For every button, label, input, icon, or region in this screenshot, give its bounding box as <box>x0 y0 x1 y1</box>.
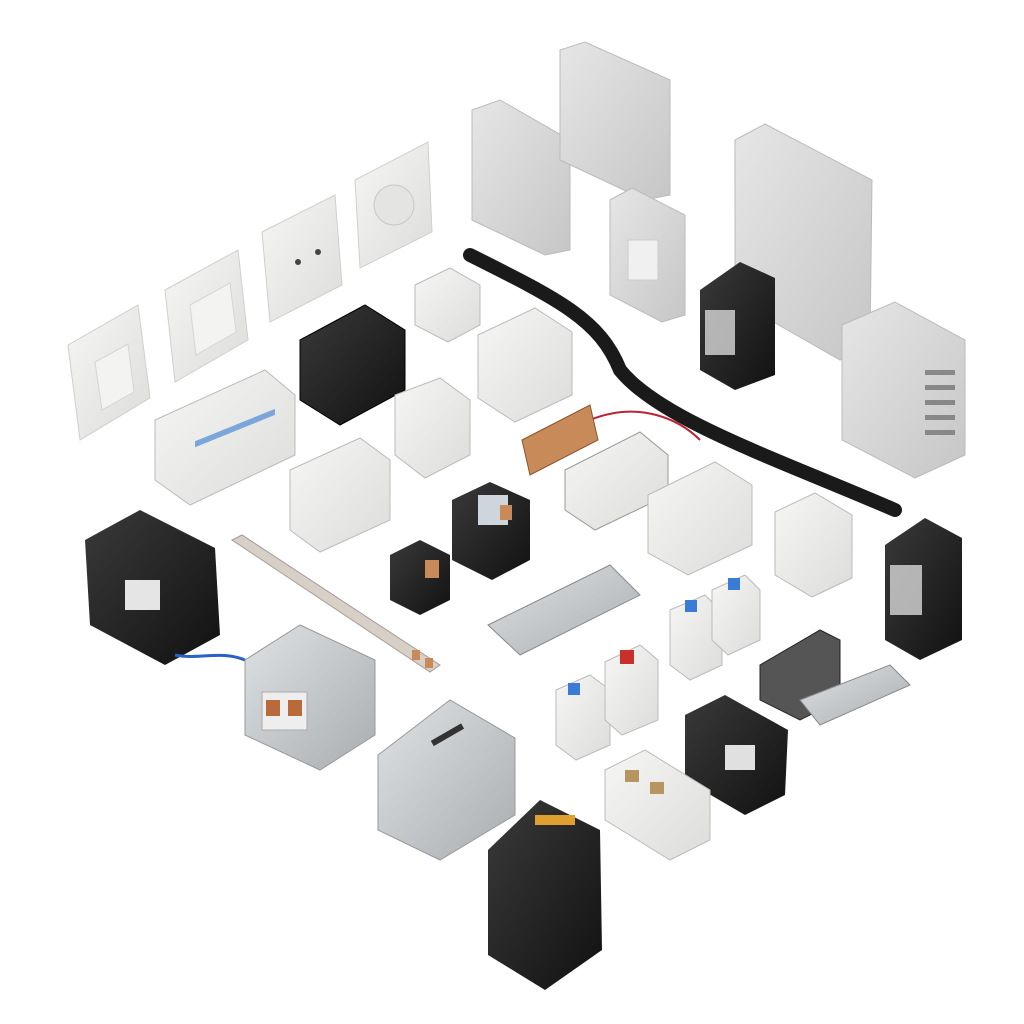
relay-black <box>452 482 530 580</box>
junction-box-vented <box>841 301 966 479</box>
relay-small <box>390 540 450 615</box>
metal-box-sockets <box>244 624 376 771</box>
bus-bar <box>231 534 441 673</box>
rcd-block-2 <box>647 461 753 576</box>
small-breakers <box>555 574 761 761</box>
cable-bundle <box>463 248 902 517</box>
copper-terminal-block <box>521 404 599 476</box>
transformer-black <box>85 510 246 665</box>
terminal-block-brass <box>604 749 711 861</box>
socket-two-pin <box>261 194 343 323</box>
black-contactor-large <box>488 800 602 990</box>
black-breaker-block <box>299 304 406 426</box>
light-switch-double-rocker <box>67 304 151 441</box>
black-contactor-top <box>700 262 775 390</box>
cable-red-wire <box>589 410 701 441</box>
terminal-housing <box>414 267 481 343</box>
rcd-block <box>289 437 391 553</box>
wall-enclosure-tall <box>559 41 671 201</box>
wall-enclosure-small <box>471 99 571 256</box>
socket-schuko <box>354 141 433 269</box>
din-rail <box>487 564 641 656</box>
switch-panel <box>609 187 686 323</box>
breaker-3p <box>477 307 573 423</box>
black-contactor-right <box>885 518 962 660</box>
isolator-switch <box>759 629 911 726</box>
light-switch-wide-rocker <box>164 249 249 383</box>
fuse-holder <box>685 695 788 815</box>
breaker-block-4p <box>154 369 296 506</box>
breaker-2p <box>394 377 471 479</box>
metal-box <box>377 699 516 861</box>
breaker-3p-right <box>774 492 853 598</box>
